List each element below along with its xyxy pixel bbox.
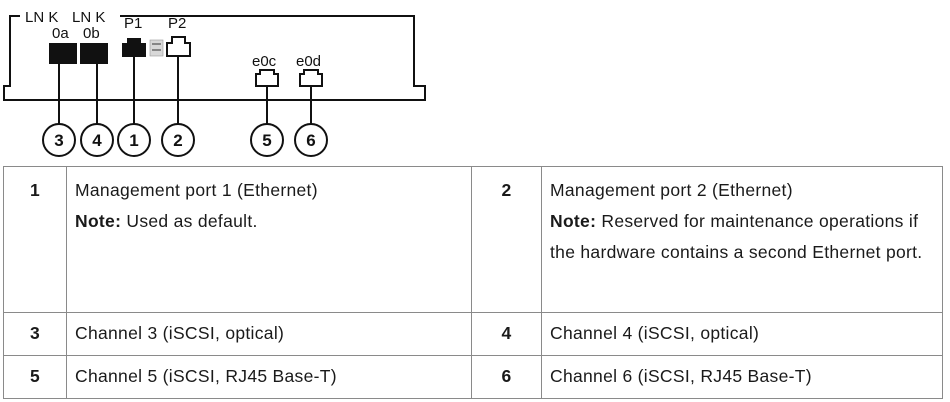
callout-5: 5 [250, 123, 284, 157]
hardware-rear-panel-diagram: LN K LN K 0a 0b P1 P2 e0c e0d 3 4 1 2 [3, 9, 426, 157]
svg-text:4: 4 [92, 131, 102, 150]
port-label-p2: P2 [168, 15, 186, 32]
callout-6: 6 [294, 123, 328, 157]
leader-lines [58, 56, 312, 124]
ethernet-port-p2-icon [166, 36, 191, 57]
legend-number: 5 [3, 355, 67, 399]
legend-number: 6 [471, 355, 542, 399]
lnk-label-b: LN K [72, 9, 105, 26]
svg-text:3: 3 [54, 131, 63, 150]
optical-port-0b [80, 43, 108, 64]
legend-text: Channel 5 (iSCSI, RJ45 Base-T) [66, 355, 472, 399]
port-label-p1: P1 [124, 15, 142, 32]
legend-text: Management port 2 (Ethernet) [550, 180, 793, 200]
note-label: Note: [75, 211, 122, 231]
svg-text:6: 6 [306, 131, 315, 150]
callout-2: 2 [161, 123, 195, 157]
port-label-e0c: e0c [252, 53, 277, 70]
lnk-label-a: LN K [25, 9, 58, 26]
note-text: Reserved for maintenance operations if t… [550, 211, 923, 262]
table-row: 3 Channel 3 (iSCSI, optical) 4 Channel 4… [3, 312, 943, 356]
svg-text:1: 1 [129, 131, 138, 150]
legend-text: Management port 1 (Ethernet) [75, 180, 318, 200]
legend-number: 1 [3, 166, 67, 313]
callout-3: 3 [42, 123, 76, 157]
table-row: 5 Channel 5 (iSCSI, RJ45 Base-T) 6 Chann… [3, 355, 943, 399]
ethernet-port-p1-icon [122, 38, 146, 57]
ethernet-port-e0c-icon [255, 69, 279, 87]
legend-description: Management port 2 (Ethernet) Note: Reser… [541, 166, 943, 313]
legend-text: Channel 3 (iSCSI, optical) [66, 312, 472, 356]
port-label-0a: 0a [52, 25, 69, 42]
optical-port-0a [49, 43, 77, 64]
port-label-e0d: e0d [296, 53, 321, 70]
legend-number: 4 [471, 312, 542, 356]
table-row: 1 Management port 1 (Ethernet) Note: Use… [3, 166, 943, 313]
legend-text: Channel 6 (iSCSI, RJ45 Base-T) [541, 355, 943, 399]
port-legend-table: 1 Management port 1 (Ethernet) Note: Use… [3, 166, 943, 399]
legend-description: Management port 1 (Ethernet) Note: Used … [66, 166, 472, 313]
note-label: Note: [550, 211, 597, 231]
svg-text:5: 5 [262, 131, 271, 150]
chassis-outline [3, 15, 426, 101]
note-text: Used as default. [121, 211, 258, 231]
callout-1: 1 [117, 123, 151, 157]
callout-4: 4 [80, 123, 114, 157]
legend-note: Note: Reserved for maintenance operation… [550, 206, 936, 268]
link-indicator-icon [149, 39, 164, 57]
legend-note: Note: Used as default. [75, 206, 465, 237]
port-label-0b: 0b [83, 25, 100, 42]
svg-text:2: 2 [173, 131, 182, 150]
legend-number: 2 [471, 166, 542, 313]
legend-text: Channel 4 (iSCSI, optical) [541, 312, 943, 356]
legend-number: 3 [3, 312, 67, 356]
ethernet-port-e0d-icon [299, 69, 323, 87]
